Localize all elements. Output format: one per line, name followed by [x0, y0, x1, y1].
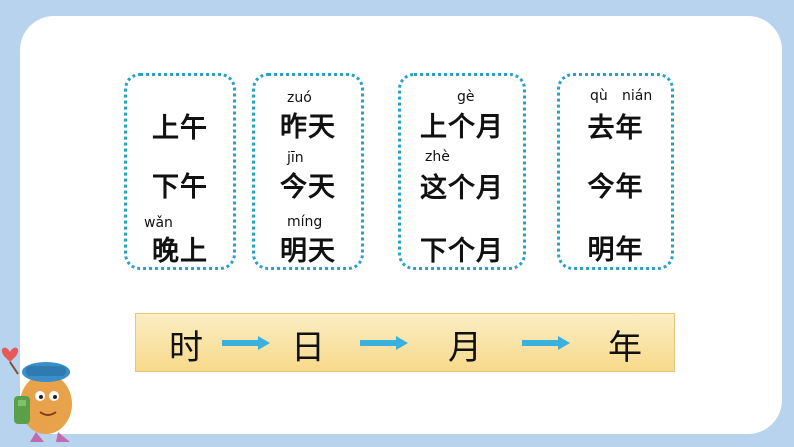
word-evening: 晚上 [152, 236, 208, 267]
arrow-right-icon [522, 336, 570, 350]
arrow-right-icon [360, 336, 408, 350]
pinyin-ming: míng [287, 214, 323, 230]
pinyin-wan: wǎn [144, 215, 173, 231]
unit-month: 月 [448, 328, 482, 368]
mascot-character [1, 347, 72, 442]
time-unit-sequence-bar: 时 日 月 年 [135, 313, 675, 372]
pinyin-zuo: zuó [287, 90, 312, 106]
word-afternoon: 下午 [152, 172, 208, 203]
word-yesterday: 昨天 [280, 112, 336, 143]
word-last-month: 上个月 [420, 112, 504, 143]
pinyin-ge: gè [457, 89, 475, 105]
unit-year: 年 [608, 328, 642, 368]
word-last-year: 去年 [587, 113, 644, 144]
word-this-month: 这个月 [420, 173, 504, 204]
word-next-month: 下个月 [420, 236, 504, 267]
pinyin-qu: qù [590, 88, 608, 104]
word-today: 今天 [280, 172, 336, 203]
word-morning: 上午 [152, 113, 208, 144]
word-this-year: 今年 [587, 172, 644, 203]
unit-day: 日 [291, 328, 325, 368]
unit-hour: 时 [169, 328, 203, 368]
pinyin-nian: nián [622, 88, 653, 104]
pinyin-zhe: zhè [425, 149, 450, 165]
pinyin-jin: jīn [287, 150, 304, 166]
word-tomorrow: 明天 [280, 236, 336, 267]
word-card-days: zuó 昨天 jīn 今天 míng 明天 [252, 73, 364, 270]
word-card-time-of-day: 上午 下午 wǎn 晚上 [124, 73, 236, 270]
arrow-right-icon [222, 336, 270, 350]
word-card-years: qù nián 去年 今年 明年 [557, 73, 674, 270]
word-card-months: gè 上个月 zhè 这个月 下个月 [398, 73, 526, 270]
word-next-year: 明年 [587, 235, 644, 266]
